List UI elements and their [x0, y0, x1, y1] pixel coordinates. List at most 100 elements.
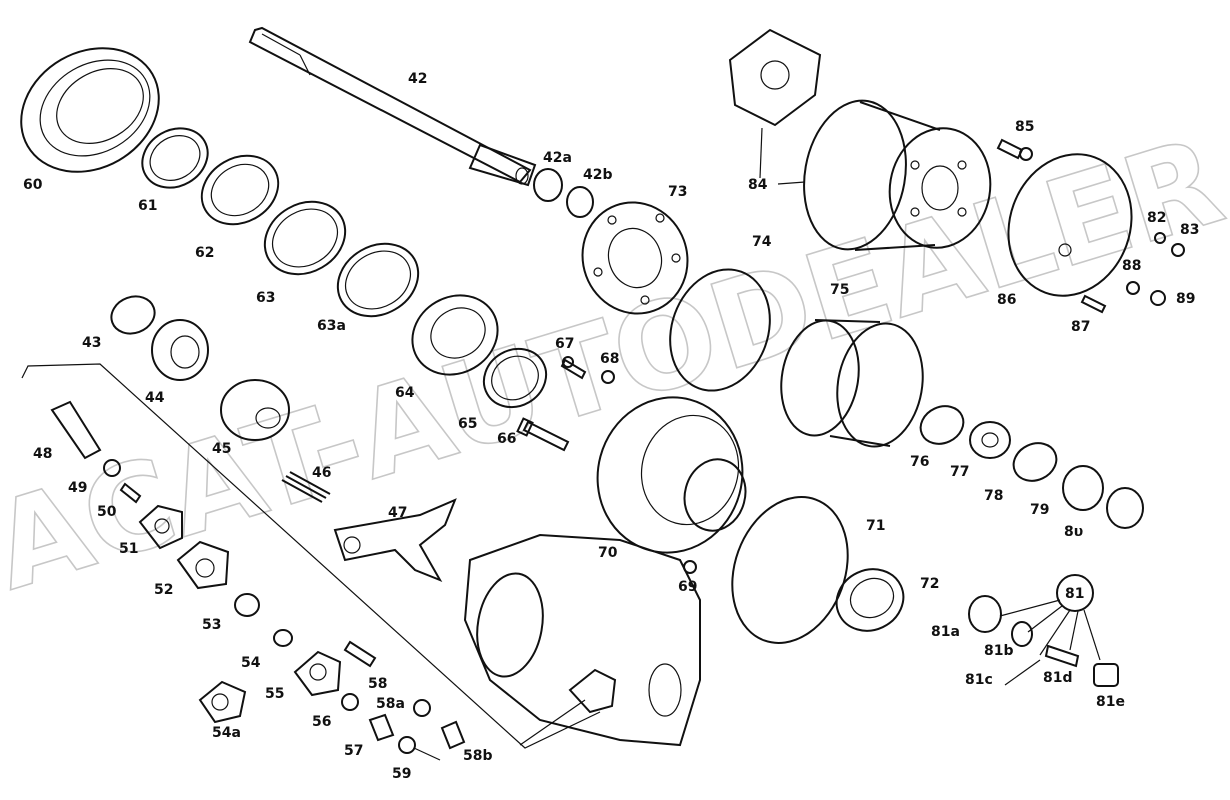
part-88-nut [1126, 281, 1140, 295]
label-77: 77 [950, 464, 969, 480]
label-68: 68 [600, 351, 619, 367]
label-74: 74 [752, 234, 772, 250]
leaders-81 [999, 599, 1101, 686]
label-50: 50 [97, 504, 117, 520]
part-56-washer [341, 693, 359, 711]
label-55: 55 [265, 686, 284, 702]
part-50-bolt [119, 482, 142, 504]
part-63a-ring [336, 242, 420, 318]
part-60-ring [20, 47, 160, 173]
part-81a-gear [968, 595, 1002, 633]
label-76: 76 [910, 454, 929, 470]
label-81d: 81d [1043, 670, 1073, 686]
part-81d-pin [1044, 644, 1080, 668]
label-71: 71 [866, 518, 885, 534]
part-43-circlip [110, 295, 156, 335]
label-81c: 81c [965, 672, 993, 688]
part-44-bearing [151, 319, 209, 381]
part-axle-housing [463, 533, 701, 747]
label-54a: 54a [212, 725, 241, 741]
exploded-panel-outline [21, 363, 601, 749]
label-56: 56 [312, 714, 331, 730]
part-74-snap-ring [669, 268, 771, 392]
part-71-o-ring [731, 496, 849, 644]
part-52-housing [176, 540, 230, 590]
part-73-flange [581, 201, 689, 315]
part-53-bushing [234, 593, 260, 617]
part-51-cover [138, 504, 183, 550]
part-81b-washer [1011, 621, 1033, 647]
part-87-bolt [1080, 294, 1107, 314]
part-58b-plug [440, 720, 466, 750]
label-57: 57 [344, 743, 363, 759]
part-76-washer [919, 405, 965, 445]
label-78: 78 [984, 488, 1003, 504]
label-45: 45 [212, 441, 231, 457]
label-87: 87 [1071, 319, 1090, 335]
label-64: 64 [395, 385, 415, 401]
label-81: 81 [1065, 586, 1084, 602]
part-42-axle-shaft [248, 26, 537, 187]
label-65: 65 [458, 416, 477, 432]
part-75-drum [780, 319, 924, 448]
part-42a-circlip [533, 168, 563, 202]
label-85: 85 [1015, 119, 1034, 135]
part-54-washer [273, 629, 293, 647]
part-68-nut [601, 370, 615, 384]
label-67: 67 [555, 336, 574, 352]
part-83-bolt [1171, 243, 1185, 257]
part-84-carrier [728, 28, 822, 127]
label-75: 75 [830, 282, 849, 298]
part-63-ring [263, 200, 347, 276]
label-44: 44 [145, 390, 165, 406]
part-54a-gasket [198, 680, 247, 724]
part-58-bolt [343, 640, 377, 668]
label-42a: 42a [543, 150, 572, 166]
part-62-seal [200, 154, 280, 226]
part-77-gear [969, 421, 1011, 459]
part-58a-washer [413, 699, 431, 717]
label-58: 58 [368, 676, 387, 692]
label-42b: 42b [583, 167, 613, 183]
label-81a: 81a [931, 624, 960, 640]
label-46: 46 [312, 465, 331, 481]
label-80: 8υ [1064, 524, 1083, 540]
part-48-pin [50, 400, 102, 460]
label-82: 82 [1147, 210, 1166, 226]
label-58a: 58a [376, 696, 405, 712]
part-64-bearing [411, 294, 499, 376]
label-73: 73 [668, 184, 687, 200]
part-89-cap [1150, 290, 1166, 306]
label-59: 59 [392, 766, 411, 782]
part-65-ring [482, 347, 548, 409]
label-62: 62 [195, 245, 214, 261]
label-58b: 58b [463, 748, 493, 764]
part-47-shift-fork [333, 498, 457, 582]
label-72: 72 [920, 576, 939, 592]
label-70: 70 [598, 545, 618, 561]
label-60: 60 [23, 177, 43, 193]
part-86-cover [1007, 153, 1133, 297]
leader-84-a [759, 127, 763, 179]
label-88: 88 [1122, 258, 1141, 274]
label-79: 79 [1030, 502, 1049, 518]
part-42b-circlip [566, 186, 594, 218]
label-69: 69 [678, 579, 697, 595]
label-52: 52 [154, 582, 173, 598]
label-89: 89 [1176, 291, 1195, 307]
part-67-bolt [560, 356, 587, 380]
part-66-bolt [516, 417, 570, 452]
label-63: 63 [256, 290, 275, 306]
part-81-reference-circle [1056, 574, 1094, 612]
part-78-washer [1012, 442, 1058, 482]
label-81b: 81b [984, 643, 1014, 659]
part-79-ring [1062, 465, 1104, 511]
part-72-bearing [835, 568, 905, 632]
part-61-ring [141, 127, 209, 189]
leader-84-b [777, 181, 806, 185]
part-81e-plate [1093, 663, 1119, 687]
label-81e: 81e [1096, 694, 1125, 710]
label-42: 42 [408, 71, 427, 87]
part-59-sensor [398, 736, 441, 761]
